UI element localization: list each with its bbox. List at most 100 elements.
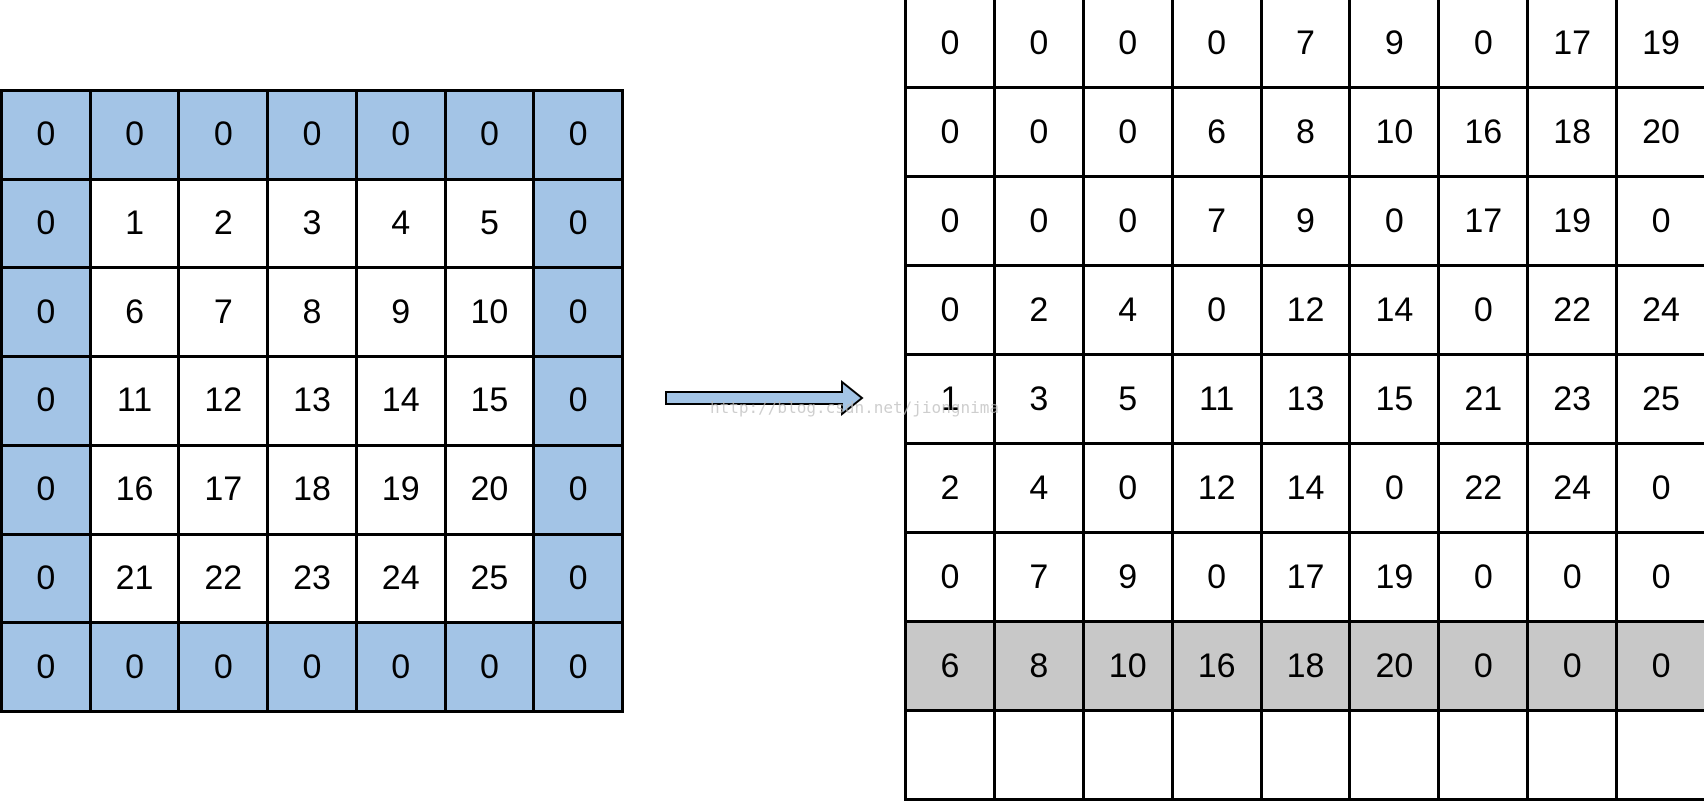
output-cell: 0 [1618, 178, 1704, 264]
input-cell: 20 [446, 446, 533, 533]
input-cell: 24 [357, 535, 444, 622]
highlighted-output-cell: 0 [1529, 623, 1616, 709]
padding-cell: 0 [446, 624, 533, 710]
output-cell: 0 [907, 178, 993, 264]
highlighted-output-cell: 6 [907, 623, 993, 709]
padding-cell: 0 [535, 180, 621, 267]
output-cell: 14 [1262, 445, 1349, 531]
output-cell [1618, 712, 1704, 798]
output-cell: 19 [1529, 178, 1616, 264]
output-cell: 11 [1173, 356, 1260, 442]
padding-cell: 0 [3, 446, 89, 533]
output-cell: 8 [1262, 89, 1349, 175]
highlighted-output-cell: 0 [1440, 623, 1527, 709]
output-cell: 9 [1262, 178, 1349, 264]
output-cell: 13 [1262, 356, 1349, 442]
padding-cell: 0 [535, 358, 621, 444]
padding-cell: 0 [3, 269, 89, 356]
padding-cell: 0 [180, 92, 267, 178]
output-cell: 0 [1351, 445, 1438, 531]
output-cell: 0 [1084, 445, 1171, 531]
output-cell: 17 [1440, 178, 1527, 264]
output-cell: 24 [1618, 267, 1704, 353]
output-cell: 0 [1173, 534, 1260, 620]
output-cell: 19 [1351, 534, 1438, 620]
output-cell: 9 [1351, 0, 1438, 86]
output-cell: 23 [1529, 356, 1616, 442]
padding-cell: 0 [180, 624, 267, 710]
output-cell: 9 [1084, 534, 1171, 620]
output-cell: 0 [1440, 534, 1527, 620]
output-cell: 0 [995, 0, 1082, 86]
padding-cell: 0 [91, 624, 178, 710]
output-cell: 4 [1084, 267, 1171, 353]
output-cell: 0 [1440, 0, 1527, 86]
padding-cell: 0 [269, 92, 355, 178]
output-cell: 0 [907, 267, 993, 353]
output-cell: 25 [1618, 356, 1704, 442]
output-cell: 2 [995, 267, 1082, 353]
input-cell: 23 [269, 535, 355, 622]
input-cell: 9 [357, 269, 444, 356]
input-cell: 19 [357, 446, 444, 533]
output-cell [1440, 712, 1527, 798]
input-cell: 3 [269, 180, 355, 267]
output-cell: 0 [1618, 534, 1704, 620]
output-cell: 17 [1262, 534, 1349, 620]
input-cell: 15 [446, 358, 533, 444]
input-cell: 7 [180, 269, 267, 356]
output-cell: 0 [1529, 534, 1616, 620]
input-cell: 21 [91, 535, 178, 622]
output-cell: 24 [1529, 445, 1616, 531]
input-cell: 10 [446, 269, 533, 356]
output-cell: 6 [1173, 89, 1260, 175]
output-cell: 0 [907, 89, 993, 175]
output-cell: 12 [1173, 445, 1260, 531]
highlighted-output-cell: 0 [1618, 623, 1704, 709]
output-cell: 22 [1529, 267, 1616, 353]
output-cell: 21 [1440, 356, 1527, 442]
output-cell: 17 [1529, 0, 1616, 86]
input-cell: 11 [91, 358, 178, 444]
padding-cell: 0 [3, 92, 89, 178]
padding-cell: 0 [3, 358, 89, 444]
output-cell [1084, 712, 1171, 798]
output-cell: 20 [1618, 89, 1704, 175]
output-cell [907, 712, 993, 798]
output-cell: 1 [907, 356, 993, 442]
highlighted-output-cell: 16 [1173, 623, 1260, 709]
padding-cell: 0 [357, 92, 444, 178]
input-cell: 2 [180, 180, 267, 267]
input-cell: 25 [446, 535, 533, 622]
input-cell: 4 [357, 180, 444, 267]
output-cell [995, 712, 1082, 798]
output-cell: 0 [1440, 267, 1527, 353]
right-arrow-icon [665, 380, 864, 416]
padding-cell: 0 [3, 624, 89, 710]
output-cell: 0 [907, 534, 993, 620]
output-cell: 0 [1351, 178, 1438, 264]
output-cell: 0 [995, 178, 1082, 264]
output-cell: 2 [907, 445, 993, 531]
input-cell: 18 [269, 446, 355, 533]
input-cell: 8 [269, 269, 355, 356]
padding-cell: 0 [535, 535, 621, 622]
padding-cell: 0 [357, 624, 444, 710]
output-cell: 10 [1351, 89, 1438, 175]
highlighted-output-cell: 18 [1262, 623, 1349, 709]
output-cell [1173, 712, 1260, 798]
output-cell: 5 [1084, 356, 1171, 442]
output-cell: 7 [1173, 178, 1260, 264]
output-cell: 15 [1351, 356, 1438, 442]
output-cell: 12 [1262, 267, 1349, 353]
output-cell: 7 [995, 534, 1082, 620]
input-cell: 12 [180, 358, 267, 444]
output-cell: 16 [1440, 89, 1527, 175]
padding-cell: 0 [535, 446, 621, 533]
padding-cell: 0 [91, 92, 178, 178]
output-cell: 0 [907, 0, 993, 86]
output-cell: 7 [1262, 0, 1349, 86]
padding-cell: 0 [535, 624, 621, 710]
input-cell: 5 [446, 180, 533, 267]
